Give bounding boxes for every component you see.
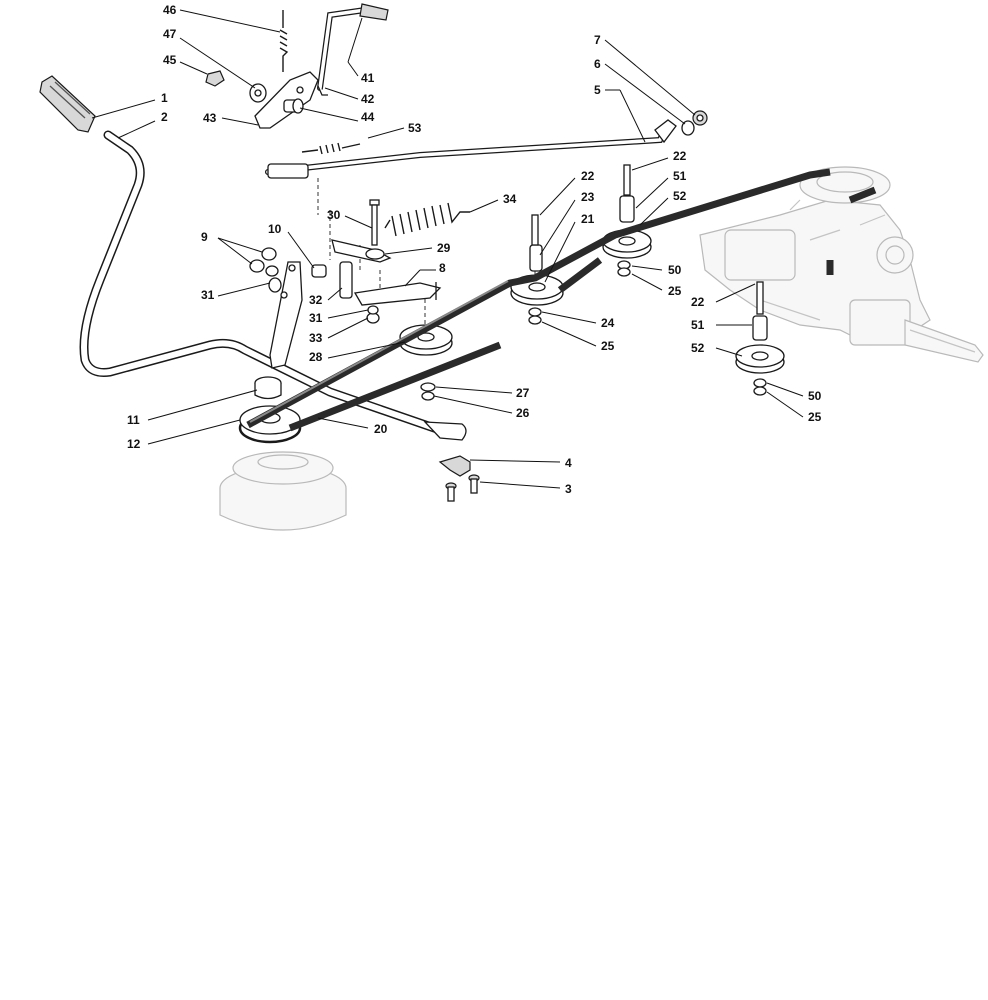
- callout-3: 3: [565, 482, 572, 496]
- callout-22-upper: 22: [673, 149, 687, 163]
- spacer-32: [339, 261, 353, 299]
- callout-25-upper: 25: [668, 284, 682, 298]
- idler-plate-29: [353, 282, 442, 306]
- callout-25-lower: 25: [808, 410, 822, 424]
- callout-25-middle: 25: [601, 339, 615, 353]
- washers-9: [249, 247, 279, 277]
- callout-labels: 46 47 45 1 2 43 41 42 44 53 7 6 5 22 22: [91, 3, 822, 496]
- callout-9: 9: [201, 230, 208, 244]
- nut-45: [205, 70, 225, 87]
- callout-4: 4: [565, 456, 572, 470]
- callout-12: 12: [127, 437, 141, 451]
- callout-5: 5: [594, 83, 601, 97]
- bolt-30: [369, 199, 380, 246]
- clutch-ghost: [219, 451, 347, 531]
- callout-8: 31: [201, 288, 215, 302]
- idler-pulley-52b: [735, 281, 785, 374]
- bracket-31: [331, 239, 392, 263]
- callout-26: 26: [516, 406, 530, 420]
- spacer-11: [254, 376, 282, 400]
- screws-3: [445, 474, 480, 502]
- callout-50-lower: 50: [808, 389, 822, 403]
- callout-43: 43: [203, 111, 217, 125]
- callout-52-lower: 52: [691, 341, 705, 355]
- pin-42: [317, 85, 328, 96]
- washer-6: [681, 120, 695, 136]
- callout-1: 1: [161, 91, 168, 105]
- callout-2: 2: [161, 110, 168, 124]
- nut-7: [692, 110, 708, 126]
- drive-belt-20: [246, 168, 877, 432]
- callout-24: 24: [601, 316, 615, 330]
- callout-20: 20: [374, 422, 388, 436]
- callout-47: 47: [163, 27, 177, 41]
- callout-10: 10: [268, 222, 282, 236]
- callout-11: 11: [127, 413, 140, 427]
- callout-32: 32: [309, 293, 323, 307]
- idler-pulley-28: [399, 324, 453, 356]
- callout-21: 21: [581, 212, 595, 226]
- callout-29: 8: [439, 261, 446, 275]
- callout-30: 30: [327, 208, 341, 222]
- callout-23: 23: [581, 190, 595, 204]
- spring-46: [279, 10, 289, 72]
- pedal-lever: [79, 130, 467, 441]
- callout-7: 7: [594, 33, 601, 47]
- idler-pulley-21: [510, 214, 564, 306]
- callout-51-lower: 51: [691, 318, 705, 332]
- hand-lever-41: [317, 3, 389, 91]
- washer-47: [249, 83, 267, 103]
- idler-pulley-52a: [602, 164, 652, 259]
- callout-44: 44: [361, 110, 375, 124]
- callout-6: 6: [594, 57, 601, 71]
- callout-50-upper: 50: [668, 263, 682, 277]
- callout-28: 28: [309, 350, 323, 364]
- pedal-pad: [39, 75, 96, 133]
- washer-33: [366, 305, 380, 324]
- callout-31-lower: 31: [309, 311, 323, 325]
- bushing-10: [311, 264, 327, 278]
- ring-8: [268, 277, 282, 293]
- callout-41: 41: [361, 71, 375, 85]
- callout-46: 46: [163, 3, 177, 17]
- washers-50-25: [420, 260, 767, 401]
- spring-53: [301, 142, 361, 155]
- control-rod-5: [265, 119, 677, 179]
- callout-45: 45: [163, 53, 177, 67]
- callout-22-middle: 22: [581, 169, 595, 183]
- callout-42: 42: [361, 92, 375, 106]
- callout-27: 27: [516, 386, 530, 400]
- callout-53: 53: [408, 121, 422, 135]
- bracket-4: [438, 455, 471, 477]
- callout-51-upper: 51: [673, 169, 687, 183]
- callout-33: 33: [309, 331, 323, 345]
- callout-52-upper: 52: [673, 189, 687, 203]
- spring-34: [384, 202, 470, 237]
- callout-22-lower: 22: [691, 295, 705, 309]
- transmission-ghost: [699, 166, 984, 363]
- pin-44: [283, 98, 304, 114]
- brake-arm: [269, 261, 303, 369]
- callout-34: 34: [503, 192, 517, 206]
- callout-31-upper: 29: [437, 241, 451, 255]
